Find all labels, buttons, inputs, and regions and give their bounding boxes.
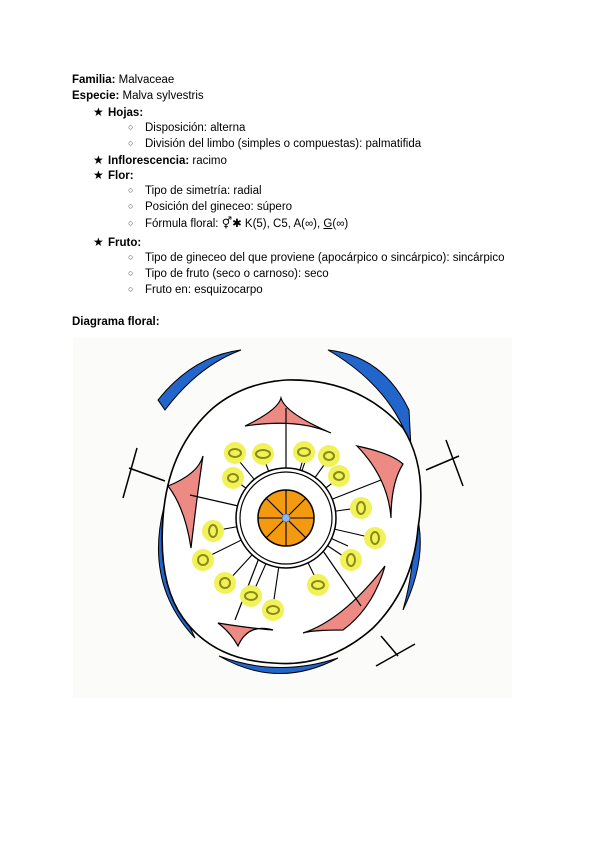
star-bullet-icon: ★ [93,105,104,119]
circle-bullet-icon: ○ [128,284,134,294]
list-item: ○Tipo de simetría: radial [128,183,262,199]
inflorescencia-value: racimo [192,155,227,167]
circle-bullet-icon: ○ [128,122,134,132]
ovary [257,489,315,547]
circle-bullet-icon: ○ [128,268,134,278]
bract-ticks [122,439,464,667]
circle-bullet-icon: ○ [128,218,134,228]
star-bullet-icon: ★ [93,168,104,182]
circle-bullet-icon: ○ [128,201,134,211]
familia-value: Malvaceae [118,74,175,86]
hojas-heading: ★Hojas: [93,105,144,119]
familia-label: Familia: [72,74,116,86]
petals [167,395,404,648]
circle-bullet-icon: ○ [128,185,134,195]
circle-bullet-icon: ○ [128,138,134,148]
especie-value: Malva sylvestris [122,90,204,102]
list-item: ○Posición del gineceo: súpero [128,199,292,215]
especie-label: Especie: [72,90,120,102]
list-item: ○División del limbo (simples o compuesta… [128,136,421,152]
list-item: ○Disposición: alterna [128,120,245,136]
list-item: ○Tipo de fruto (seco o carnoso): seco [128,266,329,282]
floral-diagram-image [73,338,512,698]
especie-line: Especie: Malva sylvestris [72,88,204,104]
placenta-dot [281,513,291,523]
list-item: ○Fruto en: esquizocarpo [128,282,263,298]
list-item: ○Tipo de gineceo del que proviene (apocá… [128,250,504,266]
familia-line: Familia: Malvaceae [72,72,174,88]
floral-formula-item: ○Fórmula floral: ⚥✱ K(5), C5, A(∞), G(∞) [128,216,348,232]
formula-symbols: ⚥✱ [221,218,242,230]
inflorescencia-heading: ★Inflorescencia: racimo [93,153,227,167]
circle-bullet-icon: ○ [128,252,134,262]
star-bullet-icon: ★ [93,235,104,249]
fruto-heading: ★Fruto: [93,235,142,249]
diagram-title: Diagrama floral: [72,316,160,328]
star-bullet-icon: ★ [93,153,104,167]
gynoecium-superior-symbol: G [323,218,333,230]
flor-heading: ★Flor: [93,168,134,182]
